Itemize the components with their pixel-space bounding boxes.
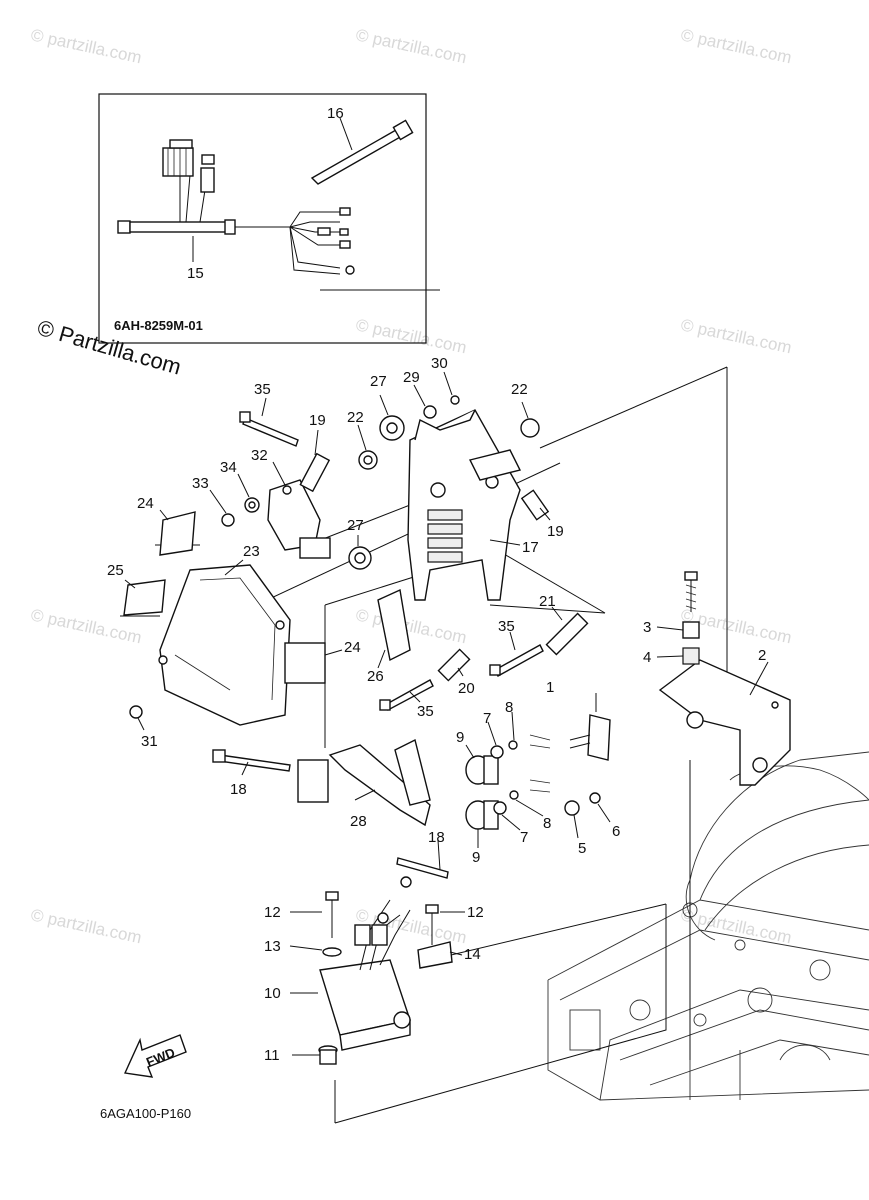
callout-17: 17 <box>522 539 539 556</box>
callout-35: 35 <box>498 618 515 635</box>
inset-part-code: 6AH-8259M-01 <box>114 318 203 333</box>
callout-14: 14 <box>464 946 481 963</box>
callout-18: 18 <box>230 781 247 798</box>
callout-19: 19 <box>547 523 564 540</box>
wire-harness-drawing <box>117 139 355 275</box>
watermark: © partzilla.com <box>354 25 468 67</box>
watermark: © partzilla.com <box>679 25 793 67</box>
callout-31: 31 <box>141 733 158 750</box>
callout-22: 22 <box>347 409 364 426</box>
watermark: © partzilla.com <box>29 25 143 67</box>
watermark: © partzilla.com <box>29 905 143 947</box>
callout-25: 25 <box>107 562 124 579</box>
bolt-stack <box>682 571 700 665</box>
callout-8: 8 <box>505 699 513 716</box>
callout-24: 24 <box>137 495 154 512</box>
callout-33: 33 <box>192 475 209 492</box>
callout-29: 29 <box>403 369 420 386</box>
cable-tie-drawing <box>310 119 414 185</box>
callout-27: 27 <box>370 373 387 390</box>
wire-guide-28 <box>297 738 431 827</box>
callout-20: 20 <box>458 680 475 697</box>
callout-34: 34 <box>220 459 237 476</box>
callout-9: 9 <box>456 729 464 746</box>
watermark: © partzilla.com <box>354 605 468 647</box>
callout-30: 30 <box>431 355 448 372</box>
diagram-code: 6AGA100-P160 <box>100 1106 191 1121</box>
callout-4: 4 <box>643 649 651 666</box>
bracket-2 <box>658 659 791 786</box>
callouts: 1 2 3 4 5 6 7 7 8 8 9 9 10 11 12 12 13 1… <box>107 355 766 1064</box>
watermark: © partzilla.com <box>354 315 468 357</box>
callout-7: 7 <box>483 710 491 727</box>
callout-13: 13 <box>264 938 281 955</box>
callout-22: 22 <box>511 381 528 398</box>
callout-11: 11 <box>264 1047 280 1064</box>
callout-3: 3 <box>643 619 651 636</box>
callout-16: 16 <box>327 105 344 122</box>
electrical-cover <box>158 564 291 726</box>
callout-12: 12 <box>467 904 484 921</box>
callout-6: 6 <box>612 823 620 840</box>
bracket-assembly <box>407 409 522 601</box>
callout-2: 2 <box>758 647 766 664</box>
inset-box: 15 16 6AH-8259M-01 <box>98 93 427 344</box>
engine-outline <box>547 751 869 1101</box>
fwd-arrow: FWD <box>123 1034 187 1078</box>
callout-23: 23 <box>243 543 260 560</box>
callout-9: 9 <box>472 849 480 866</box>
watermark: © partzilla.com <box>679 315 793 357</box>
callout-26: 26 <box>367 668 384 685</box>
callout-8: 8 <box>543 815 551 832</box>
callout-35: 35 <box>254 381 271 398</box>
rectifier-10 <box>319 876 412 1051</box>
holder-26 <box>377 588 411 662</box>
decals <box>123 511 326 684</box>
callout-15: 15 <box>187 265 204 282</box>
callout-1: 1 <box>546 679 554 696</box>
callout-10: 10 <box>264 985 281 1002</box>
callout-5: 5 <box>578 840 586 857</box>
callout-7: 7 <box>520 829 528 846</box>
plate-32 <box>267 479 331 559</box>
callout-12: 12 <box>264 904 281 921</box>
callout-28: 28 <box>350 813 367 830</box>
callout-32: 32 <box>251 447 268 464</box>
small-parts <box>129 395 611 1065</box>
callout-18: 18 <box>428 829 445 846</box>
leader-lines <box>124 371 769 1056</box>
callout-21: 21 <box>539 593 556 610</box>
callout-27: 27 <box>347 517 364 534</box>
callout-19: 19 <box>309 412 326 429</box>
callout-35: 35 <box>417 703 434 720</box>
callout-24: 24 <box>344 639 361 656</box>
